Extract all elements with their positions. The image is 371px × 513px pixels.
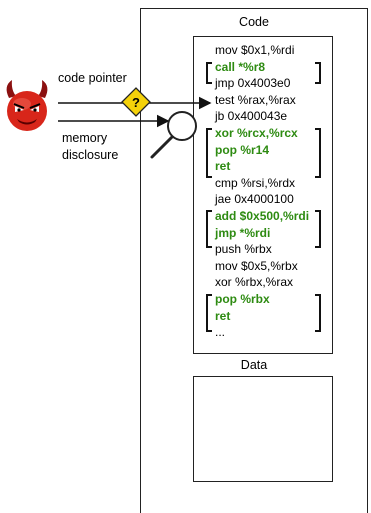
gadget-instruction: pop %rbx: [215, 292, 270, 306]
instruction: jmp 0x4003e0: [215, 76, 291, 91]
memory-disclosure-label: memory: [62, 131, 108, 145]
gadget-instruction: jmp *%rdi: [215, 225, 271, 240]
gadget-instruction: pop %r14: [215, 142, 270, 157]
instruction: jae 0x4000100: [215, 192, 294, 207]
instruction: cmp %rsi,%rdx: [215, 175, 296, 190]
code-box: [193, 36, 333, 354]
gadget-instruction: add $0x500,%rdi: [215, 209, 310, 223]
data-region-title: Data: [240, 358, 268, 372]
instruction: mov $0x5,%rbx: [215, 258, 298, 273]
gadget-bracket-left: [206, 62, 212, 84]
memory-frame: [140, 8, 368, 513]
instruction: push %rbx: [215, 242, 272, 257]
svg-text:?: ?: [132, 95, 140, 110]
code-pointer-label: code pointer: [58, 71, 127, 85]
code-region-title: Code: [239, 15, 269, 29]
instruction: jb 0x400043e: [215, 109, 288, 124]
devil-icon: [6, 80, 48, 131]
memory-disclosure-label: disclosure: [62, 148, 119, 162]
gadget-bracket-right: [315, 128, 321, 178]
magnifier-icon: [150, 111, 197, 159]
gadget-bracket-left: [206, 128, 212, 178]
gadget-instruction: ret: [215, 308, 231, 323]
gadget-bracket-right: [315, 210, 321, 248]
gadget-instruction: ret: [215, 159, 231, 174]
instruction: ...: [215, 325, 226, 340]
gadget-bracket-left: [206, 210, 212, 248]
gadget-instruction: call *%r8: [215, 59, 266, 74]
gadget-instruction: xor %rcx,%rcx: [215, 126, 298, 140]
instruction: test %rax,%rax: [215, 92, 296, 107]
data-box: [193, 376, 333, 482]
gadget-bracket-right: [315, 294, 321, 332]
gadget-bracket-left: [206, 294, 212, 332]
warning-diamond-icon: ?: [121, 87, 151, 117]
instruction: xor %rbx,%rax: [215, 275, 294, 290]
instruction: mov $0x1,%rdi: [215, 43, 295, 57]
gadget-bracket-right: [315, 62, 321, 84]
